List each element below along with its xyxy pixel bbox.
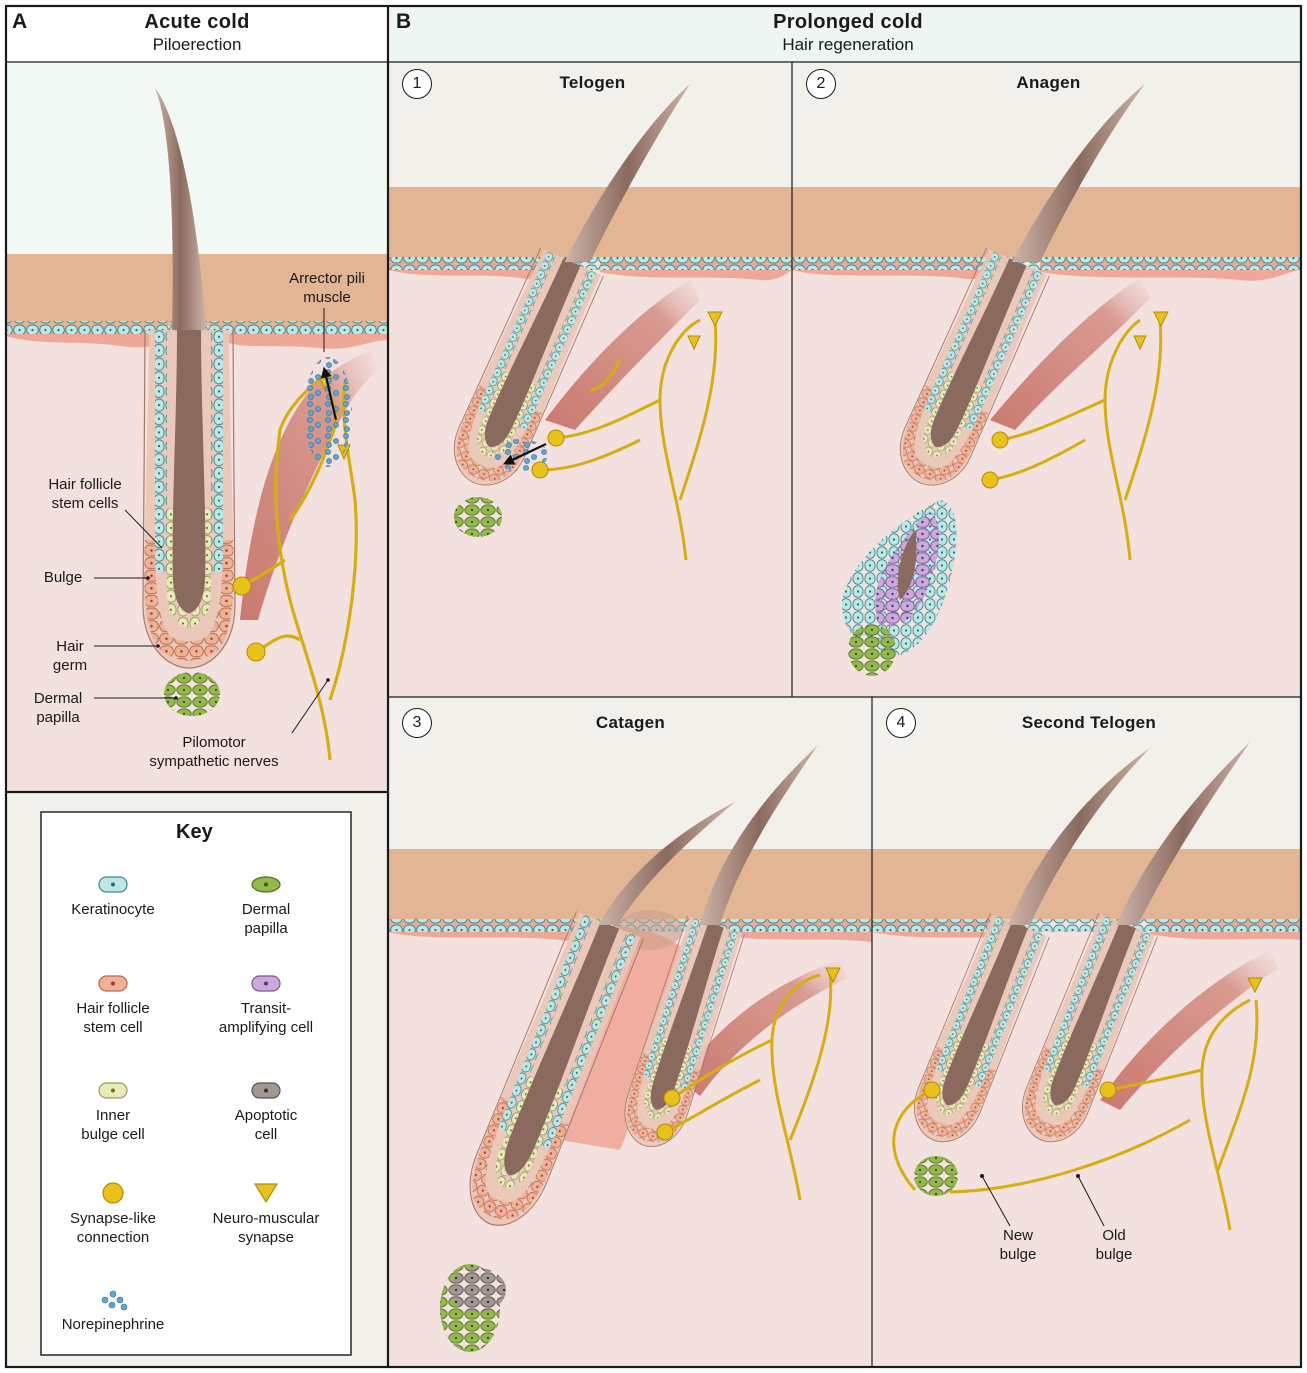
key-title: Key bbox=[176, 821, 213, 844]
panel-b-header: Prolonged cold Hair regeneration bbox=[388, 11, 1307, 55]
label-bulge: Bulge bbox=[36, 568, 90, 587]
key-label-keratinocyte: Keratinocyte bbox=[38, 900, 188, 919]
dermal-papilla bbox=[164, 672, 220, 716]
panel-b-subtitle: Hair regeneration bbox=[388, 35, 1307, 55]
keratinocyte-icon bbox=[99, 877, 127, 892]
inner-bulge-icon bbox=[99, 1083, 127, 1098]
stage-2-title: Anagen bbox=[996, 73, 1101, 93]
dermal-papilla-icon bbox=[252, 877, 280, 892]
stage-1-number: 1 bbox=[402, 69, 432, 99]
panel-a-header: Acute cold Piloerection bbox=[6, 11, 388, 55]
apoptotic-icon bbox=[252, 1083, 280, 1098]
stem-cell-icon bbox=[99, 976, 127, 991]
panel-b-title: Prolonged cold bbox=[388, 11, 1307, 34]
stage-3-number: 3 bbox=[402, 708, 432, 738]
stage-2-number: 2 bbox=[806, 69, 836, 99]
stage-4-title: Second Telogen bbox=[1009, 713, 1169, 733]
panel-a-title: Acute cold bbox=[6, 11, 388, 34]
stage-1-title: Telogen bbox=[540, 73, 645, 93]
key-label-norepinephrine: Norepinephrine bbox=[38, 1315, 188, 1334]
key-label-transit-amplifying: Transit-amplifying cell bbox=[191, 999, 341, 1037]
stage-3-title: Catagen bbox=[578, 713, 683, 733]
transit-amplifying-icon bbox=[252, 976, 280, 991]
norepinephrine-cloud bbox=[304, 357, 352, 467]
synapse-like-icon bbox=[103, 1183, 123, 1203]
stage-4-number: 4 bbox=[886, 708, 916, 738]
panel-a-subtitle: Piloerection bbox=[6, 35, 388, 55]
